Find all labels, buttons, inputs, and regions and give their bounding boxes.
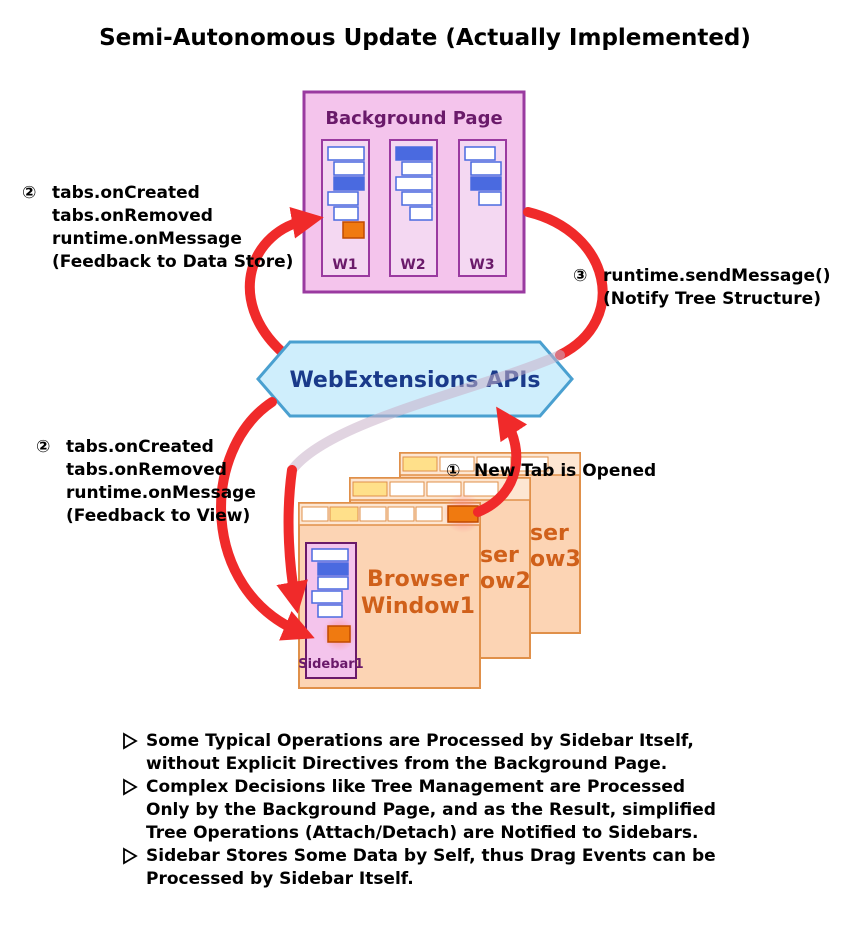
step3-line1: runtime.sendMessage(): [603, 266, 831, 286]
browser-window-1-line1: Browser: [367, 567, 469, 592]
note-item: Complex Decisions like Tree Management a…: [122, 776, 762, 845]
window-column-w1: W1: [321, 139, 370, 277]
note-2-line1: Complex Decisions like Tree Management a…: [146, 777, 686, 797]
arrow-new-tab-opened: [473, 406, 528, 517]
browser-window-2-line1: ser: [480, 543, 519, 568]
step1-number: ①: [446, 461, 460, 481]
step2-top-number: ②: [22, 183, 36, 203]
arrow-feedback-to-data-store: [244, 206, 324, 357]
arrow-notify-window: [276, 465, 308, 614]
sidebar-1: Sidebar1: [298, 542, 364, 679]
triangle-bullet-icon: [123, 778, 138, 796]
note-item: Some Typical Operations are Processed by…: [122, 730, 762, 776]
step2-bottom-number: ②: [36, 437, 50, 457]
diagram-title: Semi-Autonomous Update (Actually Impleme…: [99, 25, 751, 51]
step2-bottom-line1: tabs.onCreated: [66, 437, 214, 457]
note-3-line1: Sidebar Stores Some Data by Self, thus D…: [146, 846, 716, 866]
browser-window-2-line2: ow2: [480, 569, 531, 594]
browser-window-1: Browser Window1 Sidebar1: [298, 493, 483, 689]
step2-top-line1: tabs.onCreated: [52, 183, 200, 203]
step2-bottom-line4: (Feedback to View): [66, 506, 250, 526]
window-label-w3: W3: [469, 257, 494, 273]
step2-bottom-line2: tabs.onRemoved: [66, 460, 227, 480]
browser-window-3-line1: ser: [530, 521, 569, 546]
note-3-line2: Processed by Sidebar Itself.: [146, 869, 414, 889]
window-column-w2: W2: [389, 139, 438, 277]
sidebar-label: Sidebar1: [298, 657, 363, 672]
background-page-title: Background Page: [325, 108, 502, 129]
triangle-bullet-icon: [123, 732, 138, 750]
background-page: Background Page W1 W2: [302, 90, 526, 294]
step2-top-line4: (Feedback to Data Store): [52, 252, 293, 272]
step3-number: ③: [573, 266, 587, 286]
arrow-notify-tree-structure: [523, 207, 608, 360]
step2-bottom-line3: runtime.onMessage: [66, 483, 256, 503]
step1-text: New Tab is Opened: [474, 461, 656, 481]
window-label-w1: W1: [332, 257, 357, 273]
step2-top-line3: runtime.onMessage: [52, 229, 242, 249]
note-1-line1: Some Typical Operations are Processed by…: [146, 731, 694, 751]
arrow-feedback-to-view: [216, 397, 315, 641]
step3-line2: (Notify Tree Structure): [603, 289, 821, 309]
webextensions-apis: WebExtensions APIs: [256, 340, 574, 418]
step2-top-line2: tabs.onRemoved: [52, 206, 213, 226]
browser-window-1-line2: Window1: [361, 594, 475, 619]
note-item: Sidebar Stores Some Data by Self, thus D…: [122, 845, 762, 891]
notes-list: Some Typical Operations are Processed by…: [122, 730, 762, 891]
browser-window-3-line2: ow3: [530, 547, 581, 572]
note-2-line3: Tree Operations (Attach/Detach) are Noti…: [146, 823, 699, 843]
triangle-bullet-icon: [123, 847, 138, 865]
window-label-w2: W2: [400, 257, 425, 273]
window-column-w3: W3: [458, 139, 507, 277]
note-1-line2: without Explicit Directives from the Bac…: [146, 754, 668, 774]
note-2-line2: Only by the Background Page, and as the …: [146, 800, 716, 820]
